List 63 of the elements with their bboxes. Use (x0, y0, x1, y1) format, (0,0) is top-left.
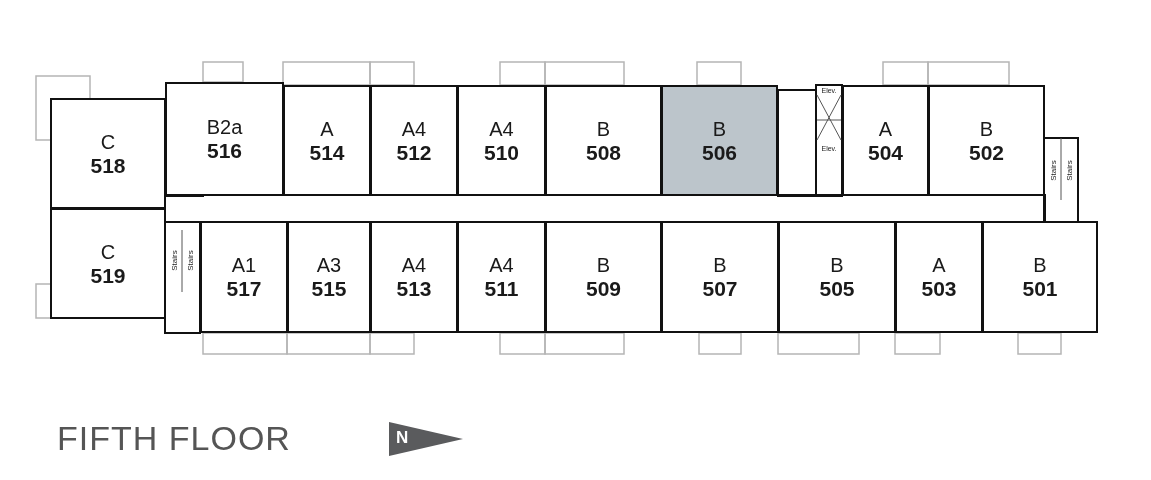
unit-type: A3 (316, 253, 342, 277)
unit-room (982, 221, 1098, 333)
unit-room (370, 85, 458, 196)
unit-type: B (713, 253, 727, 277)
unit-type: A (878, 116, 893, 141)
floor-title: FIFTH FLOOR (57, 418, 291, 458)
unit-type: A4 (489, 253, 514, 277)
unit-type: A1 (231, 253, 257, 277)
unit-room (283, 85, 371, 196)
unit-room (545, 85, 662, 196)
unit-room (895, 221, 983, 333)
unit-number: 503 (921, 277, 957, 301)
unit-number: 519 (90, 263, 126, 288)
unit-room (545, 221, 662, 333)
unit-type: A (932, 253, 946, 277)
unit-room (661, 221, 779, 333)
unit-type: A4 (401, 116, 427, 141)
unit-type: A4 (489, 116, 514, 141)
unit-number: 509 (585, 277, 621, 301)
unit-number: 513 (396, 277, 432, 301)
unit-number: 512 (396, 140, 432, 165)
unit-number: 517 (226, 277, 262, 301)
unit-type: B (712, 116, 727, 141)
unit-type: A (320, 116, 334, 141)
unit-room (928, 85, 1045, 196)
unit-number: 518 (90, 153, 126, 178)
unit-number: 516 (206, 139, 242, 163)
unit-type: A4 (401, 253, 427, 277)
unit-type: B (596, 253, 611, 277)
unit-type: C (100, 129, 116, 154)
unit-room (457, 85, 546, 196)
unit-room (50, 208, 166, 319)
unit-number: 504 (867, 140, 903, 165)
unit-number: 502 (968, 140, 1004, 165)
unit-number: 508 (585, 140, 621, 165)
unit-room (50, 98, 166, 209)
unit-number: 514 (309, 140, 345, 165)
unit-room (165, 82, 284, 196)
unit-number: 506 (701, 140, 737, 165)
unit-room (370, 221, 458, 333)
stairs-label: Stairs (185, 249, 195, 271)
unit-room (842, 85, 929, 196)
unit-number: 501 (1022, 277, 1058, 301)
unit-room (457, 221, 546, 333)
unit-room (287, 221, 371, 333)
unit-type: B (596, 116, 611, 141)
stairs-label: Stairs (1048, 159, 1058, 181)
unit-room (661, 85, 778, 196)
stairs-label: Stairs (1064, 159, 1074, 181)
unit-number: 505 (819, 277, 855, 301)
unit-type: B (979, 116, 994, 141)
unit-room (778, 221, 896, 333)
unit-number: 515 (311, 277, 347, 301)
unit-number: 507 (702, 277, 738, 301)
stairs-label: Stairs (169, 249, 179, 271)
unit-type: B2a (206, 115, 243, 139)
unit-type: C (100, 239, 116, 264)
unit-type: B (1033, 253, 1047, 277)
unit-room (200, 221, 288, 333)
north-label: N (396, 428, 409, 448)
unit-type: B (830, 253, 844, 277)
unit-number: 510 (483, 140, 519, 165)
unit-number: 511 (484, 277, 519, 301)
